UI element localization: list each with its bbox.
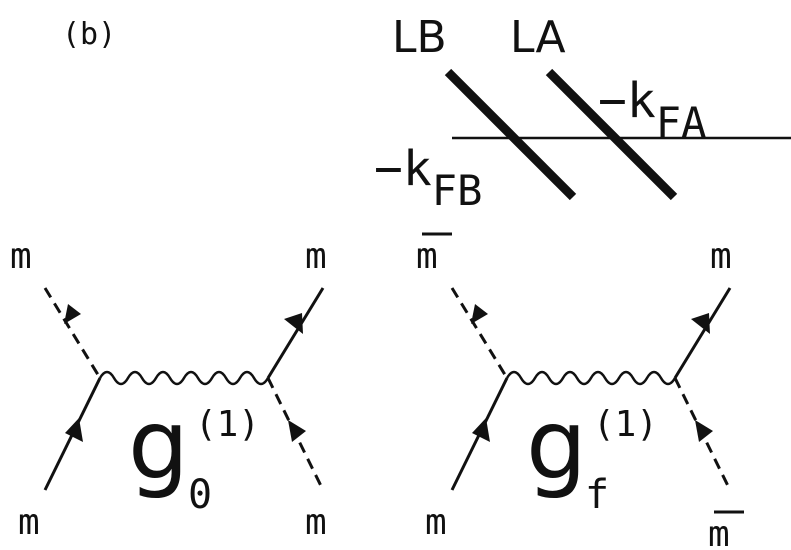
left-coupling-main: g <box>128 389 189 501</box>
left-coupling-label: g(1) <box>128 389 260 501</box>
band-a-line <box>545 68 678 201</box>
right-top-left-arrow <box>471 304 488 324</box>
right-bottom-right-label: m <box>708 514 730 550</box>
k-fa-subscript: FA <box>656 98 707 147</box>
k-fb-subscript: FB <box>432 166 483 215</box>
band-label-b: LB <box>392 12 447 63</box>
left-top-right-arrow <box>284 313 303 334</box>
band-label-a: LA <box>510 12 566 63</box>
right-top-right-label: m <box>710 236 732 277</box>
right-coupling-subscript: f <box>585 472 609 518</box>
feynman-diagram-left: m m m m g(1) 0 <box>10 236 327 543</box>
left-coupling-superscript: (1) <box>195 404 260 445</box>
right-bottom-left-label: m <box>425 502 447 543</box>
left-bottom-right-arrow <box>288 420 306 442</box>
right-top-right-solid-line <box>673 287 732 379</box>
left-photon-line <box>98 370 270 386</box>
left-coupling-subscript: 0 <box>188 472 212 518</box>
left-top-left-label: m <box>10 236 32 277</box>
k-fb-label: −kFB <box>374 141 482 215</box>
right-coupling-label: g(1) <box>526 389 658 501</box>
right-bottom-right-arrow <box>695 420 713 442</box>
left-top-left-arrow <box>64 304 81 324</box>
band-b-line <box>444 68 577 201</box>
left-bottom-right-label: m <box>305 502 327 543</box>
right-top-left-dashed-line <box>450 287 509 379</box>
panel-label: (b) <box>62 17 116 52</box>
right-coupling-main: g <box>526 389 587 501</box>
feynman-diagram-right: m m m m g(1) f <box>416 232 744 550</box>
k-fa-label: −kFA <box>598 73 706 147</box>
right-top-left-label: m <box>416 236 438 277</box>
right-photon-line <box>505 370 677 386</box>
left-top-right-label: m <box>305 236 327 277</box>
left-top-left-dashed-line <box>43 287 102 379</box>
right-bottom-left-arrow <box>472 418 490 442</box>
right-top-right-arrow <box>691 313 710 334</box>
k-fa-prefix: −k <box>598 73 656 129</box>
k-fb-prefix: −k <box>374 141 432 197</box>
left-bottom-left-arrow <box>65 418 83 442</box>
band-diagram: LB LA −kFA −kFB <box>374 12 791 215</box>
left-top-right-solid-line <box>266 287 325 379</box>
right-coupling-superscript: (1) <box>593 404 658 445</box>
left-bottom-left-label: m <box>18 502 40 543</box>
